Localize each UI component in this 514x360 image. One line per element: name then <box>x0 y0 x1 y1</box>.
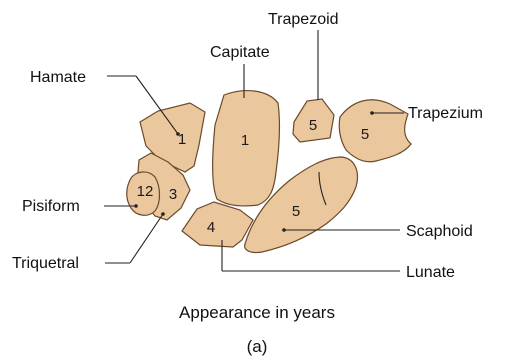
caption: Appearance in years <box>179 303 335 322</box>
pisiform-leader-dot <box>134 204 138 208</box>
triquetral-leader-dot <box>161 212 165 216</box>
triquetral-year: 3 <box>169 186 177 203</box>
hamate-year: 1 <box>178 131 186 148</box>
lunate-year: 4 <box>207 219 215 236</box>
label-trapezium: Trapezium <box>408 105 483 122</box>
scaphoid-leader-dot <box>282 228 286 232</box>
bone-trapezium <box>339 100 411 162</box>
scaphoid-year: 5 <box>292 203 300 220</box>
label-trapezoid: Trapezoid <box>268 11 339 28</box>
label-lunate: Lunate <box>406 264 455 281</box>
trapezium-year: 5 <box>361 126 369 143</box>
label-hamate: Hamate <box>30 69 86 86</box>
trapezoid-year: 5 <box>309 117 317 134</box>
bone-lunate <box>182 202 253 247</box>
label-pisiform: Pisiform <box>22 198 80 215</box>
trapezium-leader-dot <box>370 111 374 115</box>
label-triquetral: Triquetral <box>12 255 79 272</box>
figure-sublabel: (a) <box>247 337 268 356</box>
label-scaphoid: Scaphoid <box>406 223 473 240</box>
label-capitate: Capitate <box>210 44 270 61</box>
capitate-year: 1 <box>241 132 249 149</box>
pisiform-year: 12 <box>137 183 154 200</box>
triquetral-leader-line <box>130 214 163 263</box>
